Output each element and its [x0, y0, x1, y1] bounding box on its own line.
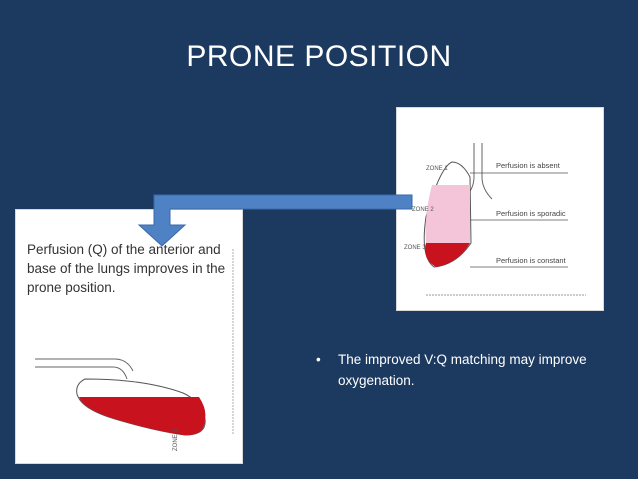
prone-lung-diagram: ZONE 3 [15, 209, 243, 464]
perfusion-sporadic-label: Perfusion is sporadic [496, 209, 566, 218]
prone-zone-label: ZONE 3 [173, 429, 179, 451]
slide-title: PRONE POSITION [186, 40, 452, 73]
bullet-marker: • [316, 352, 321, 367]
perfusion-caption: Perfusion (Q) of the anterior and base o… [27, 242, 226, 295]
bullet-item: • The improved V:Q matching may improve … [316, 349, 608, 391]
upright-lung-svg: ZONE 1 ZONE 2 ZONE 3 Perfusion is absent… [404, 143, 586, 296]
perfusion-absent-label: Perfusion is absent [496, 161, 561, 170]
prone-lung-svg: ZONE 3 [35, 249, 234, 451]
zone-1-label: ZONE 1 [426, 166, 448, 172]
perfusion-constant-label: Perfusion is constant [496, 256, 567, 265]
upright-lung-diagram: ZONE 1 ZONE 2 ZONE 3 Perfusion is absent… [396, 107, 604, 311]
zone-3-label: ZONE 3 [404, 245, 426, 251]
zone-2-label: ZONE 2 [412, 207, 434, 213]
bullet-text: The improved V:Q matching may improve ox… [338, 352, 587, 388]
